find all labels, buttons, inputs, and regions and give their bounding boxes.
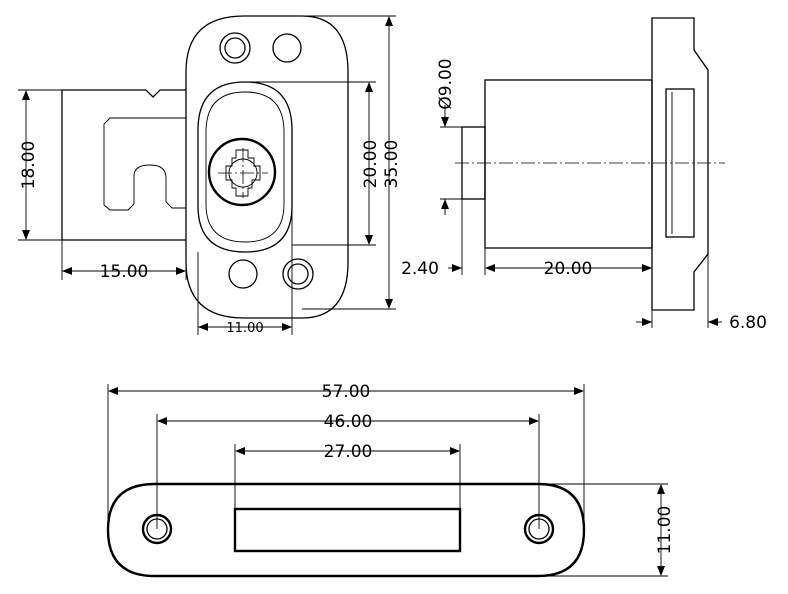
strike-plate-view: 57.00 46.00 27.00 11.00 [106, 382, 675, 578]
dim-diameter-label: Ø9.00 [436, 58, 456, 109]
latch-bolt [61, 89, 186, 241]
dim-11-strike-label: 11.00 [655, 506, 675, 555]
key-cylinder [207, 137, 277, 207]
strike-plate [106, 482, 586, 578]
keyway-icon [218, 148, 268, 198]
mounting-hole-top-left [219, 32, 251, 64]
dim-body-length: 20.00 [485, 248, 653, 328]
dim-diameter: Ø9.00 [436, 58, 462, 215]
dim-11-slot: 11.00 [198, 321, 292, 336]
dim-46-label: 46.00 [324, 412, 373, 432]
dim-15: 15.00 [62, 262, 186, 282]
dim-lip-label: 2.40 [401, 259, 439, 279]
front-view: 18.00 15.00 11.00 20.00 35.0 [18, 15, 402, 336]
strike-slot [233, 507, 462, 553]
dim-57: 57.00 [108, 382, 584, 402]
dim-11-slot-label: 11.00 [226, 321, 263, 336]
dim-11-strike: 11.00 [655, 484, 675, 576]
dim-lip: 2.40 [401, 199, 486, 279]
dim-body-length-label: 20.00 [544, 259, 593, 279]
dim-18: 18.00 [19, 90, 39, 240]
dim-57-label: 57.00 [322, 382, 371, 402]
dim-flange-label: 6.80 [729, 313, 767, 333]
mounting-hole-top-right [272, 33, 302, 63]
cylinder-slot-outer [197, 81, 293, 253]
dim-35-label: 35.00 [382, 140, 402, 189]
mounting-plate [185, 15, 349, 319]
mounting-hole-bottom-right [282, 258, 314, 290]
dim-27-label: 27.00 [324, 442, 373, 462]
latch-hook [103, 117, 186, 211]
dim-35: 35.00 [382, 16, 402, 309]
cylinder-body [484, 79, 653, 249]
mounting-hole-bottom-left [228, 259, 258, 289]
dim-20-slot-label: 20.00 [361, 140, 381, 189]
dim-15-label: 15.00 [100, 262, 149, 282]
dim-20-slot: 20.00 [361, 82, 381, 245]
flange [651, 17, 709, 311]
cylinder-slot-inner [205, 91, 285, 243]
dim-27: 27.00 [235, 442, 460, 462]
dim-flange: 6.80 [636, 254, 767, 333]
side-view: Ø9.00 2.40 20.00 6.80 [401, 17, 767, 333]
dim-18-label: 18.00 [19, 141, 39, 190]
dim-46: 46.00 [157, 412, 539, 432]
